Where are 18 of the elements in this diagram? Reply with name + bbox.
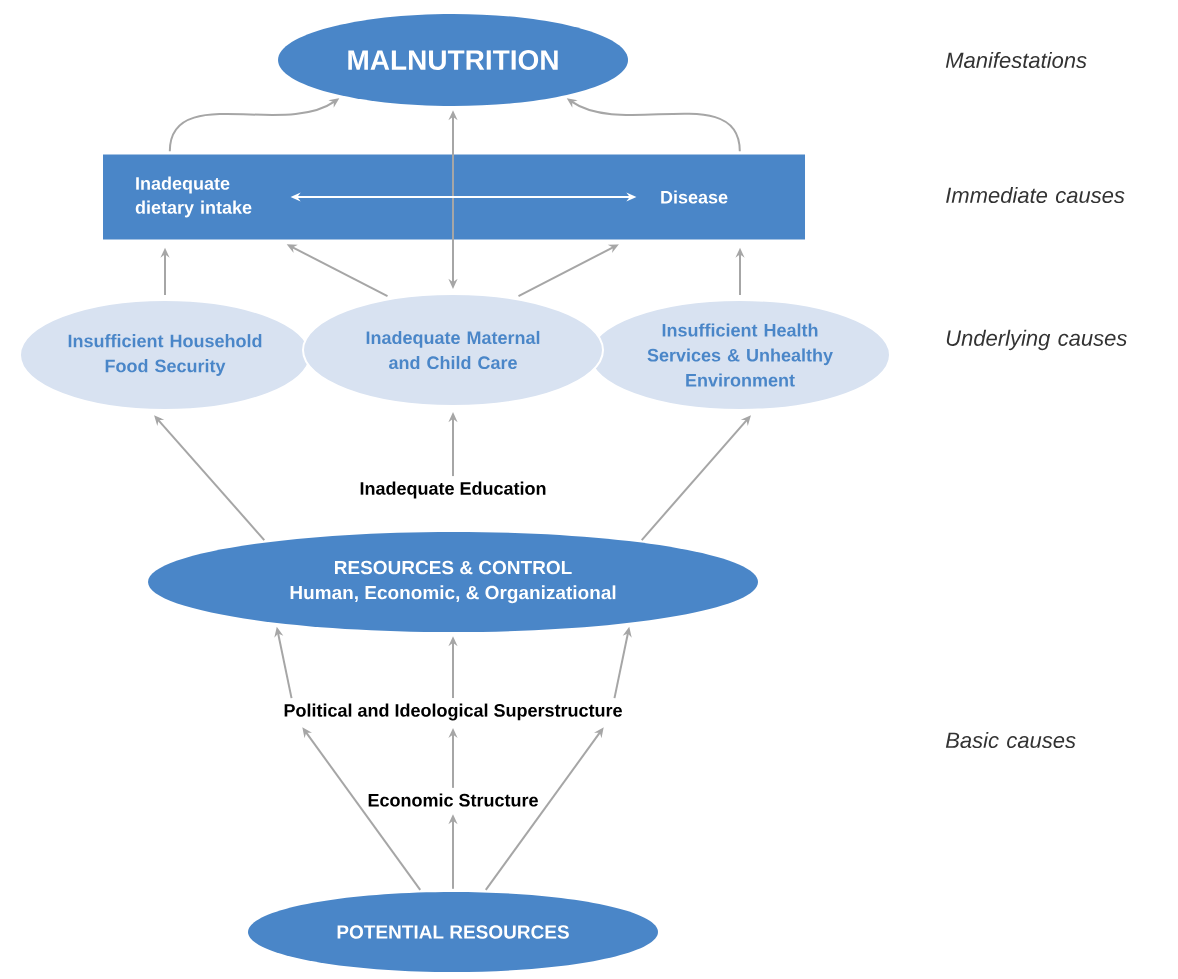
cause-band [103, 154, 805, 240]
node-label: Inadequate dietary intake [135, 176, 252, 218]
oval-node: Insufficient Household Food Security [19, 299, 311, 411]
node-label: Economic Structure [368, 793, 538, 807]
level-label: Manifestations [945, 51, 1087, 69]
oval-node: RESOURCES & CONTROL Human, Economic, & Organizational [148, 532, 758, 632]
arrow [640, 415, 751, 542]
node-label: Political and Ideological Superstructure [284, 703, 622, 721]
node-label: Inadequate Education [360, 481, 546, 499]
oval-node: Inadequate Maternal and Child Care [302, 293, 604, 407]
oval-node: MALNUTRITION [278, 14, 628, 106]
oval-node: Insufficient Health Services & Unhealthy Environment [589, 299, 891, 411]
level-label: Basic causes [945, 731, 1076, 749]
oval-node: POTENTIAL RESOURCES [248, 892, 658, 972]
level-label: Underlying causes [946, 329, 1127, 351]
level-label: Immediate causes [946, 186, 1125, 204]
node-label: Disease [661, 190, 728, 204]
arrow [154, 415, 266, 542]
